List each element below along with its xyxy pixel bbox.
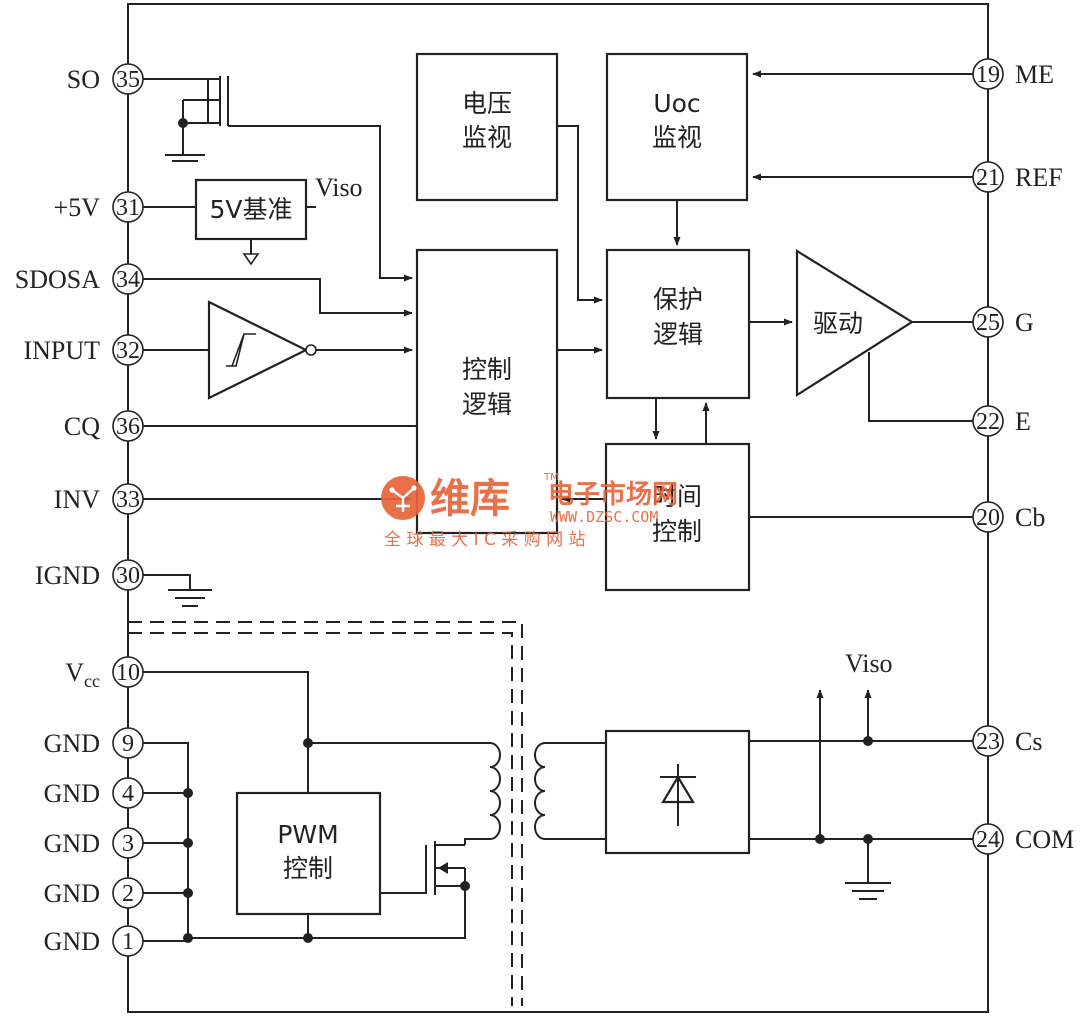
pin-number: 31 — [116, 195, 140, 221]
pin-input: INPUT 32 — [23, 334, 144, 366]
pin-gnd-2: GND 2 — [44, 877, 144, 909]
block-label: 时间 — [652, 482, 702, 511]
pin-gnd-1: GND 1 — [44, 925, 144, 957]
pin-number: 21 — [976, 165, 1000, 191]
pin-label: REF — [1015, 163, 1063, 192]
watermark: 维库 TM 电子市场网 WWW.DZSC.COM 全 球 最 大 I C 采 购… — [381, 472, 678, 550]
pin-label: Vcc — [65, 658, 100, 691]
pin-inv: INV 33 — [54, 483, 144, 515]
pin-number: 34 — [116, 267, 140, 293]
pin-label: GND — [44, 829, 100, 858]
pin-label: Cs — [1015, 727, 1042, 756]
block-label: 电压 — [462, 89, 512, 118]
block-label: 监视 — [652, 123, 702, 152]
pin-label: GND — [44, 879, 100, 908]
pin-sdosa: SDOSA 34 — [15, 263, 144, 295]
pin-number: 25 — [976, 310, 1000, 336]
pin-cs: 23 Cs — [972, 725, 1042, 757]
watermark-tm: TM — [543, 472, 559, 483]
pin-label: GND — [44, 779, 100, 808]
pin-me: 19 ME — [972, 58, 1054, 90]
block-label: 保护 — [653, 285, 703, 314]
pin-number: 33 — [116, 487, 140, 513]
pwm-control-block: PWM 控制 — [235, 791, 382, 916]
pin-label: IGND — [35, 561, 100, 590]
pin-cb: 20 Cb — [972, 501, 1045, 533]
pin-label: SO — [67, 65, 100, 94]
ref-5v-block: 5V基准 — [194, 178, 308, 241]
pin-ref: 21 REF — [972, 161, 1063, 193]
pin-label: E — [1015, 407, 1031, 436]
pin-gnd-4: GND 4 — [44, 777, 144, 809]
wires — [128, 70, 973, 1006]
pin-number: 19 — [976, 62, 1000, 88]
pin-vcc: Vcc 10 — [65, 656, 144, 691]
watermark-url: WWW.DZSC.COM — [550, 508, 658, 526]
pin-gnd-3: GND 3 — [44, 827, 144, 859]
block-label: 逻辑 — [653, 320, 703, 349]
viso-label-top: Viso — [315, 173, 363, 202]
pin-com: 24 COM — [972, 823, 1074, 855]
pin-number: 23 — [976, 729, 1000, 755]
protect-logic-block: 保护 逻辑 — [605, 248, 751, 400]
watermark-cn: 电子市场网 — [548, 479, 678, 510]
pin-number: 20 — [976, 505, 1000, 531]
pin-e: 22 E — [972, 405, 1031, 437]
block-label: 逻辑 — [462, 390, 512, 419]
pin-number: 9 — [122, 731, 134, 757]
voltage-monitor-block: 电压 监视 — [415, 52, 559, 202]
pin-number: 32 — [116, 338, 140, 364]
pin-number: 4 — [122, 781, 134, 807]
uoc-monitor-block: Uoc 监视 — [605, 52, 749, 202]
pin-number: 1 — [122, 929, 134, 955]
viso-label-bottom: Viso — [845, 649, 893, 678]
rectifier-block — [604, 729, 751, 855]
pin-number: 36 — [116, 414, 140, 440]
pin-label: SDOSA — [15, 265, 100, 294]
watermark-slogan: 全 球 最 大 I C 采 购 网 站 — [384, 530, 586, 550]
pin-cq: CQ 36 — [64, 410, 144, 442]
pin-g: 25 G — [972, 306, 1034, 338]
block-label: PWM — [277, 820, 338, 849]
pin-label: GND — [44, 729, 100, 758]
pin-number: 3 — [122, 831, 134, 857]
watermark-brand: 维库 — [430, 476, 510, 522]
pin-number: 24 — [976, 827, 1000, 853]
pin-ignd: IGND 30 — [35, 559, 144, 591]
pin-label: GND — [44, 927, 100, 956]
pin-label: +5V — [54, 193, 101, 222]
block-label: 控制 — [283, 854, 333, 883]
pin-label: ME — [1015, 60, 1054, 89]
block-label: 5V基准 — [209, 195, 292, 224]
driver-block: 驱动 — [795, 249, 915, 398]
timing-control-block: 时间 控制 — [604, 442, 751, 592]
pin-gnd-9: GND 9 — [44, 727, 144, 759]
schmitt-inverter — [207, 300, 317, 400]
pin-label: INV — [54, 485, 100, 514]
block-label: 驱动 — [813, 309, 863, 338]
control-logic-block: 控制 逻辑 — [415, 248, 559, 535]
pin-label: CQ — [64, 412, 100, 441]
pin-number: 2 — [122, 881, 134, 907]
block-label: 控制 — [652, 517, 702, 546]
pin-number: 30 — [116, 563, 140, 589]
pin-label: Cb — [1015, 503, 1045, 532]
block-label: 控制 — [462, 355, 512, 384]
pin-label: G — [1015, 308, 1034, 337]
pin-so: SO 35 — [67, 63, 144, 95]
pin-label: INPUT — [23, 336, 100, 365]
pin-number: 35 — [116, 67, 140, 93]
pin-label: COM — [1015, 825, 1074, 854]
pin-number: 22 — [976, 409, 1000, 435]
pin-number: 10 — [116, 660, 140, 686]
pin-5v: +5V 31 — [54, 191, 144, 223]
block-label: Uoc — [653, 89, 700, 118]
block-label: 监视 — [462, 123, 512, 152]
